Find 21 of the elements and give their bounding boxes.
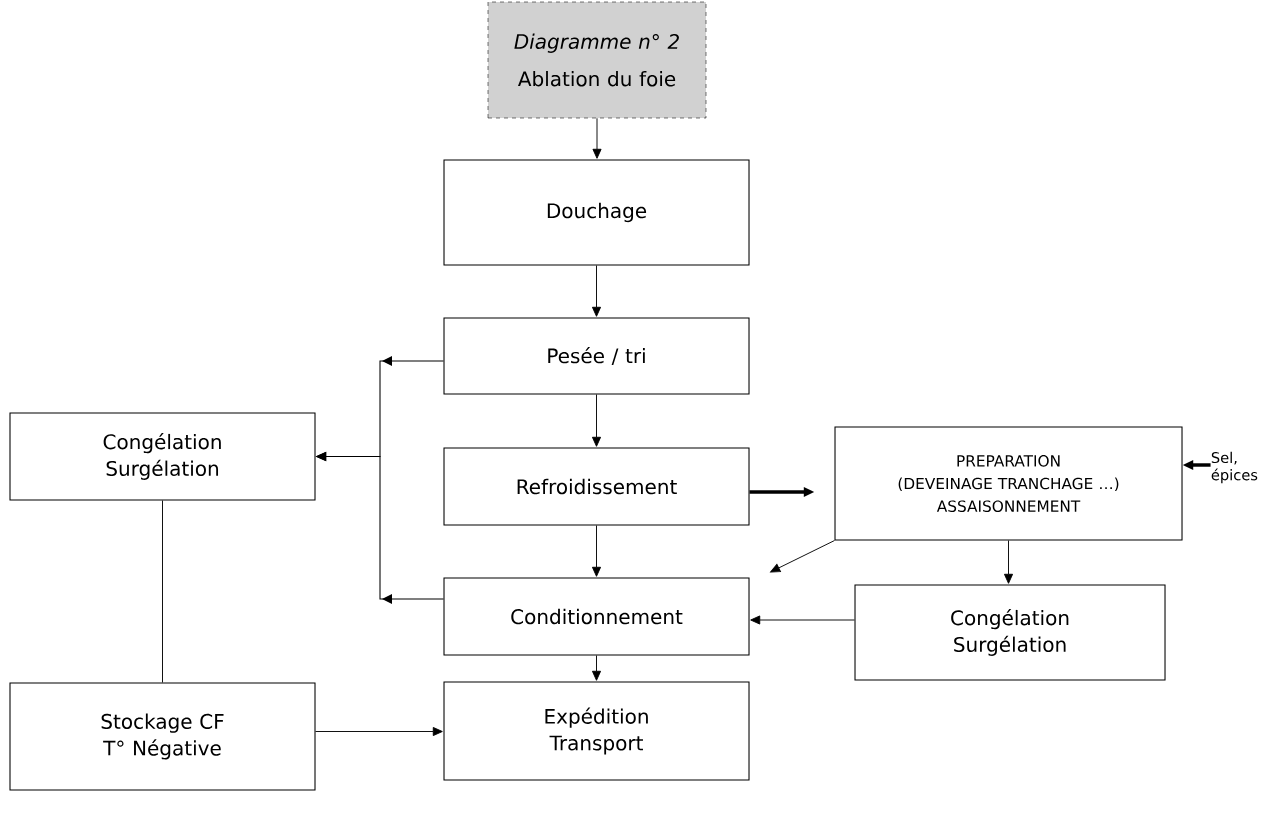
- process-box: Stockage CF T° Négative: [9, 682, 316, 791]
- process-box: Pesée / tri: [443, 317, 750, 395]
- arrow: [591, 394, 602, 447]
- arrow: [315, 726, 443, 737]
- process-box: Douchage: [443, 159, 750, 266]
- process-box: Congélation Surgélation: [854, 584, 1166, 681]
- arrow: [591, 655, 602, 681]
- arrow: [750, 615, 855, 625]
- process-box: Refroidissement: [443, 447, 750, 526]
- process-box: Expédition Transport: [443, 681, 750, 781]
- arrow: [770, 540, 835, 573]
- connector-line: [162, 500, 163, 683]
- process-box: Conditionnement: [443, 577, 750, 656]
- title-box: Diagramme n° 2 Ablation du foie: [487, 1, 707, 119]
- arrow: [592, 117, 602, 159]
- arrow: [591, 525, 602, 577]
- input-label: Sel, épices: [1211, 451, 1258, 484]
- process-box: Congélation Surgélation: [9, 412, 316, 501]
- arrow: [1004, 540, 1014, 584]
- arrow: [591, 265, 602, 317]
- process-box: PREPARATION (DEVEINAGE TRANCHAGE …) ASSAISONNEMENT: [834, 426, 1183, 541]
